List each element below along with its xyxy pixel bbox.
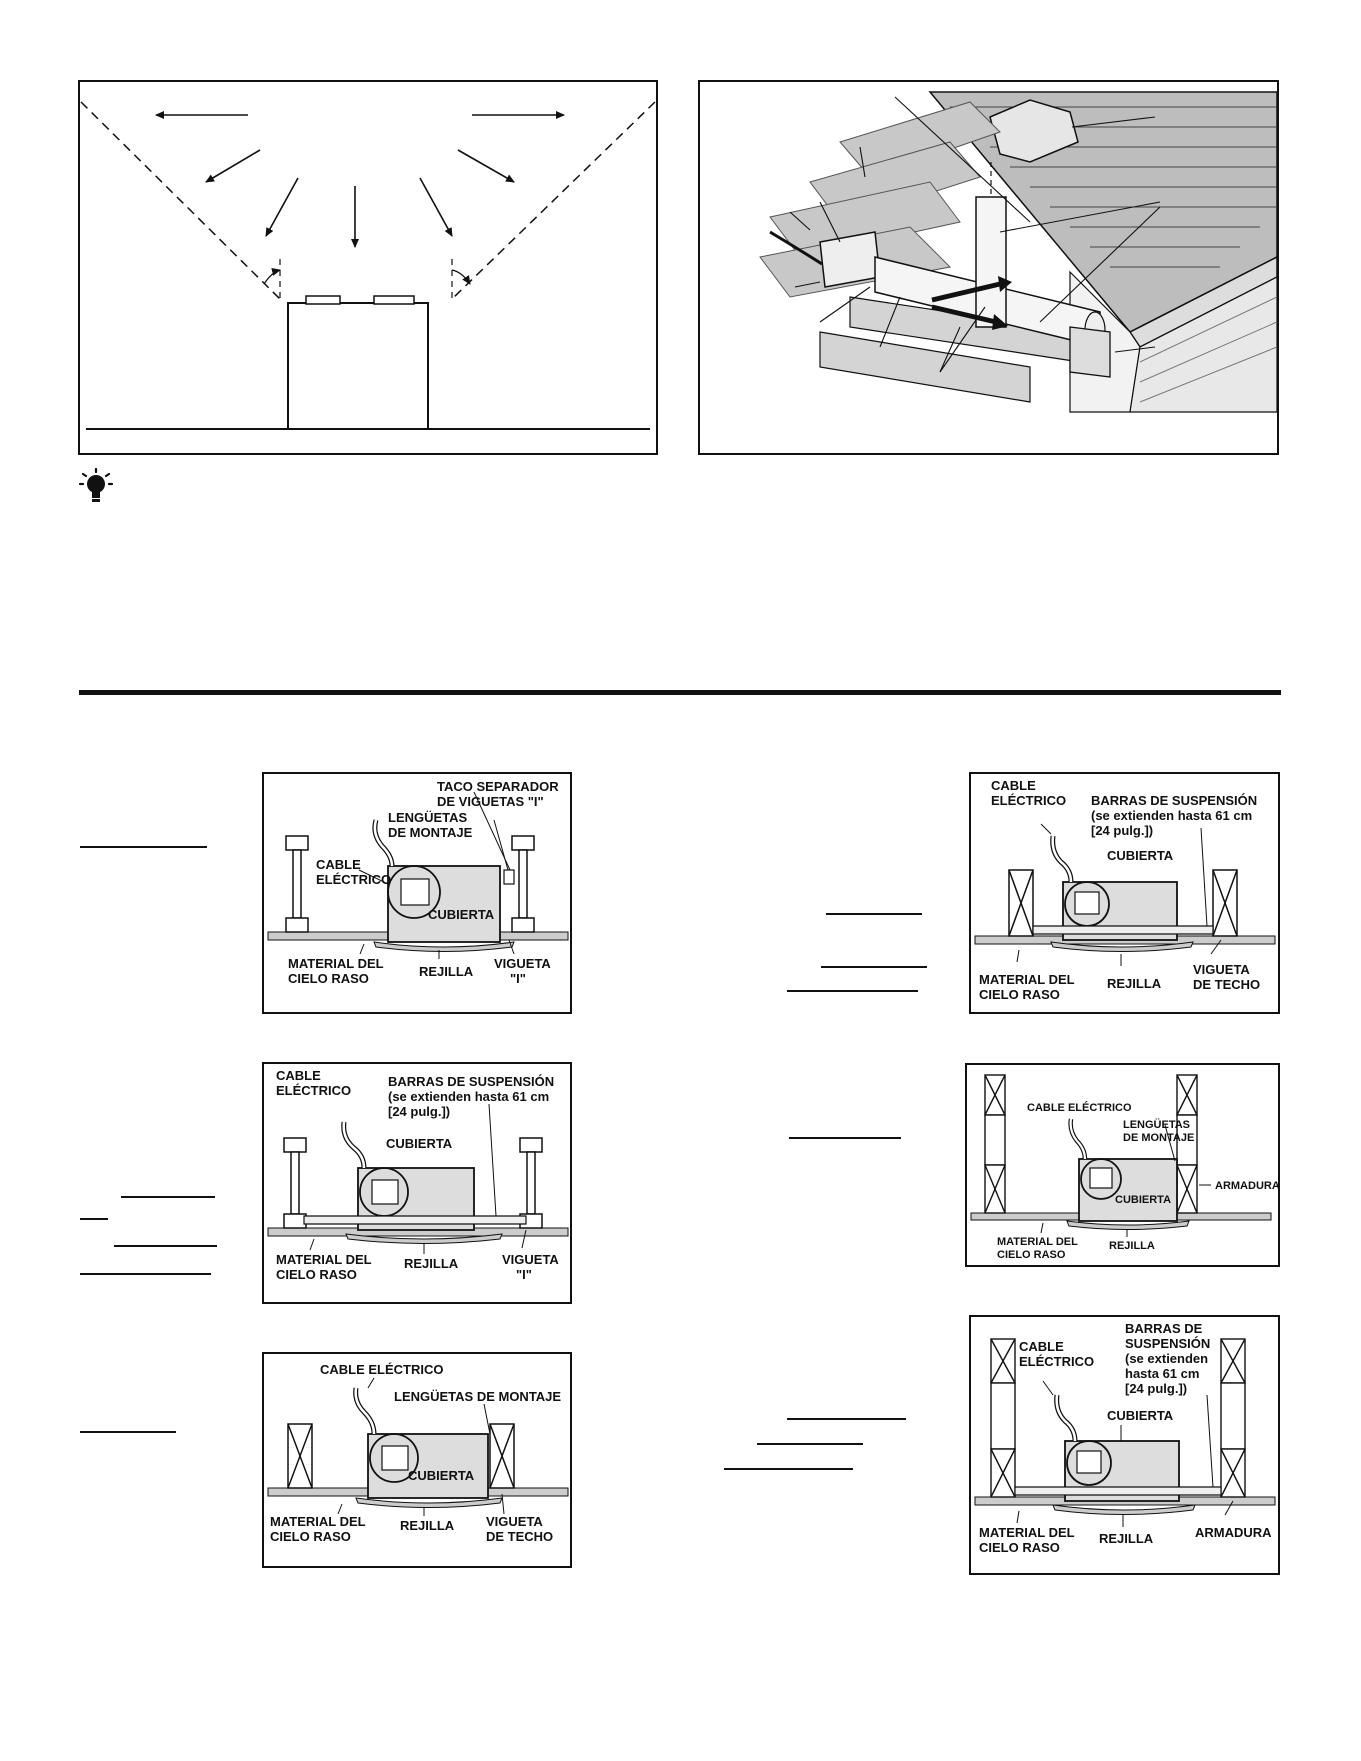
label-de-montaje: DE MONTAJE <box>1123 1132 1194 1144</box>
label-lenguetas: LENGÜETAS <box>388 810 468 825</box>
label-electrico: ELÉCTRICO <box>276 1083 351 1098</box>
underline <box>789 1137 901 1139</box>
label-lenguetas: LENGÜETAS <box>1123 1118 1190 1131</box>
underline <box>80 846 207 848</box>
label-se-extienden: (se extienden hasta 61 cm <box>388 1089 549 1104</box>
label-electrico: ELÉCTRICO <box>316 872 391 887</box>
label-cielo-raso: CIELO RASO <box>270 1529 351 1544</box>
label-material-del: MATERIAL DEL <box>979 972 1075 987</box>
label-vigueta: VIGUETA <box>502 1252 559 1267</box>
label-cable: CABLE <box>1019 1339 1064 1354</box>
label-rejilla: REJILLA <box>419 964 474 979</box>
label-material-del: MATERIAL DEL <box>276 1252 372 1267</box>
label-se-extienden: (se extienden hasta 61 cm <box>1091 808 1252 823</box>
attic-duct-illustration <box>698 80 1279 455</box>
label-material-del: MATERIAL DEL <box>288 956 384 971</box>
underline <box>787 1418 906 1420</box>
label-24-pulg: [24 pulg.]) <box>388 1104 450 1119</box>
label-de-viguetas-i: DE VIGUETAS "I" <box>437 794 544 809</box>
diagram-truss-hanger-bars: CABLE ELÉCTRICO BARRAS DE SUSPENSIÓN (se… <box>969 1315 1280 1575</box>
label-de-techo: DE TECHO <box>1193 977 1260 992</box>
label-rejilla: REJILLA <box>1099 1531 1154 1546</box>
underline <box>757 1443 863 1445</box>
label-vigueta: VIGUETA <box>1193 962 1250 977</box>
diagram-ceiling-joist-hanger-bars: CABLE ELÉCTRICO BARRAS DE SUSPENSIÓN (se… <box>969 772 1280 1014</box>
underline <box>826 913 922 915</box>
diagram-i-joist-blocking: TACO SEPARADOR DE VIGUETAS "I" LENGÜETAS… <box>262 772 572 1014</box>
label-i: "I" <box>510 971 526 986</box>
label-vigueta: VIGUETA <box>494 956 551 971</box>
section-divider <box>79 690 1281 695</box>
label-cable-electrico: CABLE ELÉCTRICO <box>320 1362 444 1377</box>
label-lenguetas-de-montaje: LENGÜETAS DE MONTAJE <box>394 1389 561 1404</box>
underline <box>114 1245 217 1247</box>
label-rejilla: REJILLA <box>1109 1240 1155 1252</box>
underline <box>121 1196 215 1198</box>
label-se-extienden: (se extienden <box>1125 1351 1208 1366</box>
label-cubierta: CUBIERTA <box>1115 1194 1171 1206</box>
label-suspension: SUSPENSIÓN <box>1125 1336 1210 1351</box>
label-i: "I" <box>516 1267 532 1282</box>
label-cubierta: CUBIERTA <box>386 1136 453 1151</box>
attic-drawing <box>759 91 1277 413</box>
label-electrico: ELÉCTRICO <box>1019 1354 1094 1369</box>
label-barras-de: BARRAS DE <box>1125 1321 1203 1336</box>
label-barras-de-suspension: BARRAS DE SUSPENSIÓN <box>1091 793 1257 808</box>
label-de-techo: DE TECHO <box>486 1529 553 1544</box>
underline <box>821 966 927 968</box>
underline <box>80 1273 211 1275</box>
underline <box>787 990 918 992</box>
label-hasta-61: hasta 61 cm <box>1125 1366 1199 1381</box>
underline <box>80 1431 176 1433</box>
airflow-drawing <box>80 101 656 430</box>
label-rejilla: REJILLA <box>400 1518 455 1533</box>
label-material-del: MATERIAL DEL <box>997 1236 1078 1248</box>
label-rejilla: REJILLA <box>1107 976 1162 991</box>
label-cable-electrico: CABLE ELÉCTRICO <box>1027 1101 1132 1114</box>
label-cubierta: CUBIERTA <box>428 907 495 922</box>
label-de-montaje: DE MONTAJE <box>388 825 473 840</box>
label-armadura: ARMADURA <box>1195 1525 1272 1540</box>
label-cubierta: CUBIERTA <box>1107 848 1174 863</box>
label-taco-separador: TACO SEPARADOR <box>437 779 559 794</box>
label-cubierta: CUBIERTA <box>408 1468 475 1483</box>
label-cielo-raso: CIELO RASO <box>276 1267 357 1282</box>
label-cubierta: CUBIERTA <box>1107 1408 1174 1423</box>
diagram-ceiling-joist-tabs: CABLE ELÉCTRICO LENGÜETAS DE MONTAJE CUB… <box>262 1352 572 1568</box>
diagram-i-joist-hanger-bars: CABLE ELÉCTRICO BARRAS DE SUSPENSIÓN (se… <box>262 1062 572 1304</box>
label-barras-de-suspension: BARRAS DE SUSPENSIÓN <box>388 1074 554 1089</box>
label-electrico: ELÉCTRICO <box>991 793 1066 808</box>
label-armadura: ARMADURA <box>1215 1180 1278 1192</box>
label-rejilla: REJILLA <box>404 1256 459 1271</box>
diagram-truss-tabs: CABLE ELÉCTRICO LENGÜETAS DE MONTAJE ARM… <box>965 1063 1280 1267</box>
label-24-pulg: [24 pulg.]) <box>1091 823 1153 838</box>
underline <box>80 1218 108 1220</box>
label-cielo-raso: CIELO RASO <box>288 971 369 986</box>
label-cielo-raso: CIELO RASO <box>997 1249 1066 1261</box>
label-cable: CABLE <box>276 1068 321 1083</box>
label-material-del: MATERIAL DEL <box>270 1514 366 1529</box>
label-cable: CABLE <box>316 857 361 872</box>
label-material-del: MATERIAL DEL <box>979 1525 1075 1540</box>
label-cielo-raso: CIELO RASO <box>979 987 1060 1002</box>
label-vigueta: VIGUETA <box>486 1514 543 1529</box>
airflow-diagram <box>78 80 658 455</box>
lightbulb-icon <box>78 468 114 508</box>
underline <box>724 1468 853 1470</box>
label-cable: CABLE <box>991 778 1036 793</box>
label-cielo-raso: CIELO RASO <box>979 1540 1060 1555</box>
label-24-pulg: [24 pulg.]) <box>1125 1381 1187 1396</box>
